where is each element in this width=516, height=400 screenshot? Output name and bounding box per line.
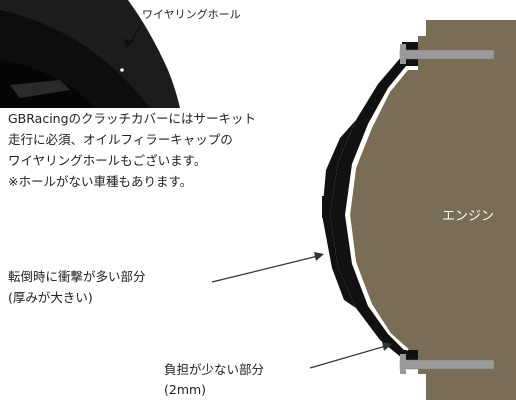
low-load-area-line2: (2mm): [164, 382, 207, 397]
wire-hole-arrowhead: [124, 38, 133, 48]
low-load-callout-line: [309, 345, 387, 369]
low-load-callout-arrowhead: [382, 342, 392, 351]
cover-gap-line: [347, 69, 409, 351]
description-line: GBRacingのクラッチカバーにはサーキット: [8, 111, 257, 126]
top-bolt: [399, 49, 495, 60]
wire-hole-label: ワイヤリングホール: [142, 8, 241, 21]
impact-area-line2: (厚みが大きい): [8, 290, 93, 305]
low-load-area-line1: 負担が少ない部分: [164, 362, 265, 377]
top-bolt-head: [400, 44, 406, 64]
engine-label: エンジン: [442, 209, 495, 224]
clutch-cover-photo-graphic: [0, 0, 188, 108]
engine-block: [349, 20, 516, 400]
clutch-cover: [330, 42, 418, 368]
description-line: ※ホールがない車種もあります。: [8, 174, 193, 189]
low-load-area-label: 負担が少ない部分 (2mm): [164, 360, 264, 400]
description-text: GBRacingのクラッチカバーにはサーキット 走行に必須、オイルフィラーキャッ…: [8, 108, 256, 192]
bottom-bolt-head: [400, 354, 406, 374]
description-line: 走行に必須、オイルフィラーキャップの: [8, 132, 233, 147]
clutch-cover-boss: [322, 196, 330, 218]
wire-hole-arrow: [129, 25, 141, 45]
bottom-bolt: [399, 359, 495, 370]
impact-area-label: 転倒時に衝撃が多い部分 (厚みが大きい): [8, 266, 146, 308]
clutch-cover-thick-section: [322, 120, 356, 308]
wire-hole-dot: [120, 68, 124, 72]
clutch-cover-photo: [0, 0, 188, 108]
impact-callout-line: [211, 255, 319, 283]
impact-area-line1: 転倒時に衝撃が多い部分: [8, 269, 146, 284]
impact-callout-arrowhead: [314, 252, 324, 261]
description-line: ワイヤリングホールもございます。: [8, 153, 207, 168]
